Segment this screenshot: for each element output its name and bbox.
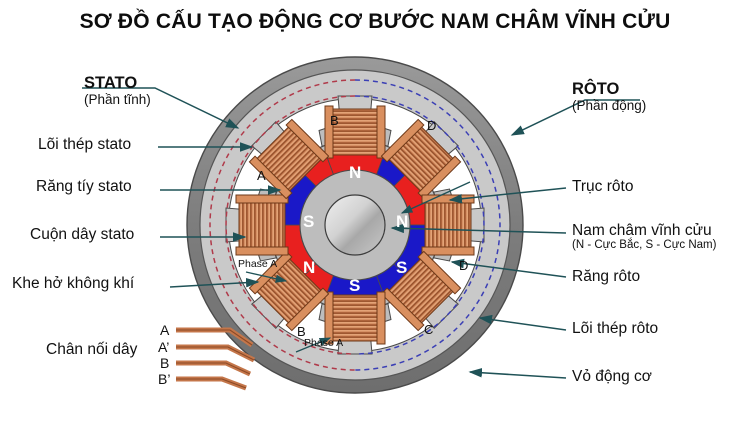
lead-letter-b: B (160, 355, 170, 371)
rotor-shaft (324, 194, 386, 256)
label-loi-thep-stato-text: Lõi thép stato (38, 136, 132, 153)
label-nam-cham-vinh-cuu-sub: (N - Cực Bắc, S - Cực Nam) (572, 239, 717, 252)
label-chan-noi-day-text: Chân nối dây (46, 341, 138, 358)
stator-coils (235, 105, 475, 345)
lead-letter-a: A (160, 322, 170, 338)
label-nam-cham-vinh-cuu: Nam châm vĩnh cửu (N - Cực Bắc, S - Cực … (572, 222, 716, 252)
coil-label-d-topright: D (427, 118, 437, 133)
label-stato-title: STATO (84, 74, 138, 92)
label-khe-ho-khong-khi-text: Khe hở không khí (12, 275, 135, 292)
coil-label-b-top: B (330, 113, 339, 128)
label-loi-thep-stato: Lõi thép stato (38, 136, 131, 153)
label-truc-roto-text: Trục rôto (572, 178, 634, 195)
pole-letter-s-lowright: S (396, 258, 408, 277)
coil-label-d-right: D (459, 258, 469, 273)
pole-letter-n-lowleft: N (303, 258, 316, 277)
label-vo-dong-co: Vỏ động cơ (572, 368, 652, 385)
label-rang-ty-stato: Răng tíy stato (36, 178, 132, 195)
phase-label-a-bottom: Phase A (304, 337, 344, 349)
label-cuon-day-stato: Cuộn dây stato (30, 226, 134, 243)
coil-label-c-bottom: C (424, 322, 434, 337)
lead-letter-b-prime: B’ (158, 371, 171, 387)
coil-label-b-bottom: B (297, 324, 306, 339)
label-loi-thep-roto-text: Lõi thép rôto (572, 320, 659, 337)
label-stato: STATO (Phần tĩnh) (84, 74, 151, 108)
pole-letter-s-left: S (303, 212, 315, 231)
label-roto: RÔTO (Phần động) (572, 80, 646, 114)
pole-letter-s-bottom: S (349, 276, 361, 295)
label-roto-title: RÔTO (572, 80, 620, 98)
terminal-lead-wires (176, 327, 256, 391)
pole-letter-n-right: N (396, 212, 409, 231)
phase-label-a-left: Phase A (238, 258, 278, 270)
lead-letter-a-prime: A’ (158, 339, 170, 355)
label-cuon-day-stato-text: Cuộn dây stato (30, 226, 135, 243)
label-rang-roto: Răng rôto (572, 268, 640, 285)
label-truc-roto: Trục rôto (572, 178, 633, 195)
label-loi-thep-roto: Lõi thép rôto (572, 320, 658, 337)
coil-label-a-top: A (257, 168, 266, 183)
label-nam-cham-vinh-cuu-text: Nam châm vĩnh cửu (572, 222, 712, 239)
pole-letter-n-top: N (349, 163, 362, 182)
label-rang-ty-stato-text: Răng tíy stato (36, 178, 132, 195)
label-rang-roto-text: Răng rôto (572, 268, 641, 285)
page-title: SƠ ĐỒ CẤU TẠO ĐỘNG CƠ BƯỚC NAM CHÂM VĨNH… (79, 10, 671, 33)
label-khe-ho-khong-khi: Khe hở không khí (12, 275, 134, 292)
label-roto-sub: (Phần động) (572, 98, 647, 114)
label-vo-dong-co-text: Vỏ động cơ (572, 368, 652, 385)
label-chan-noi-day: Chân nối dây (46, 341, 137, 358)
label-stato-sub: (Phần tĩnh) (84, 92, 151, 108)
